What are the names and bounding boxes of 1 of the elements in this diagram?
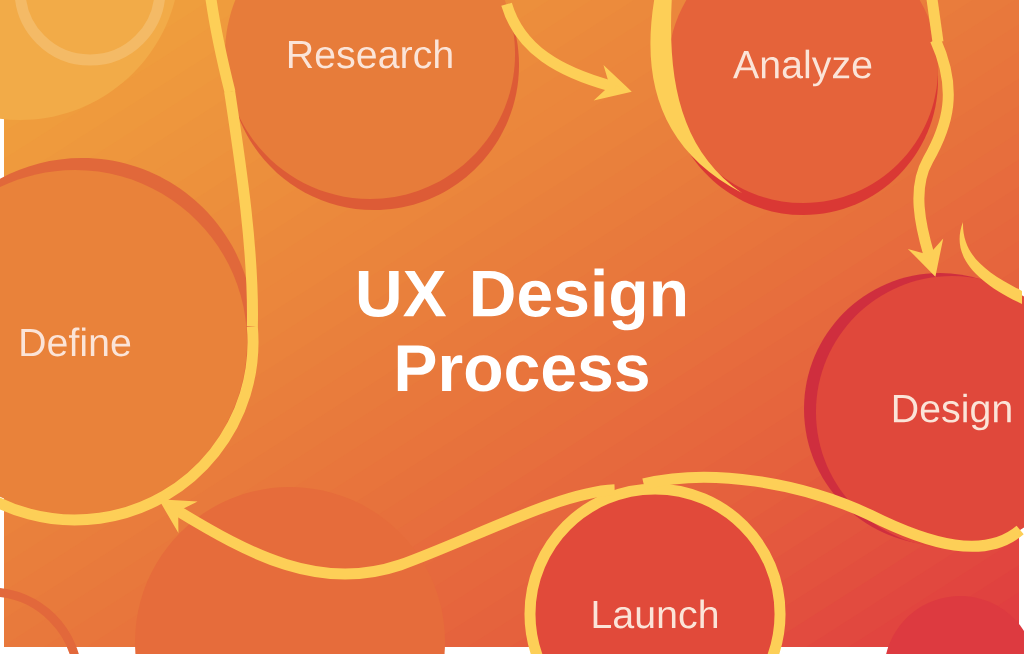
title: UX Design Process xyxy=(358,268,685,392)
